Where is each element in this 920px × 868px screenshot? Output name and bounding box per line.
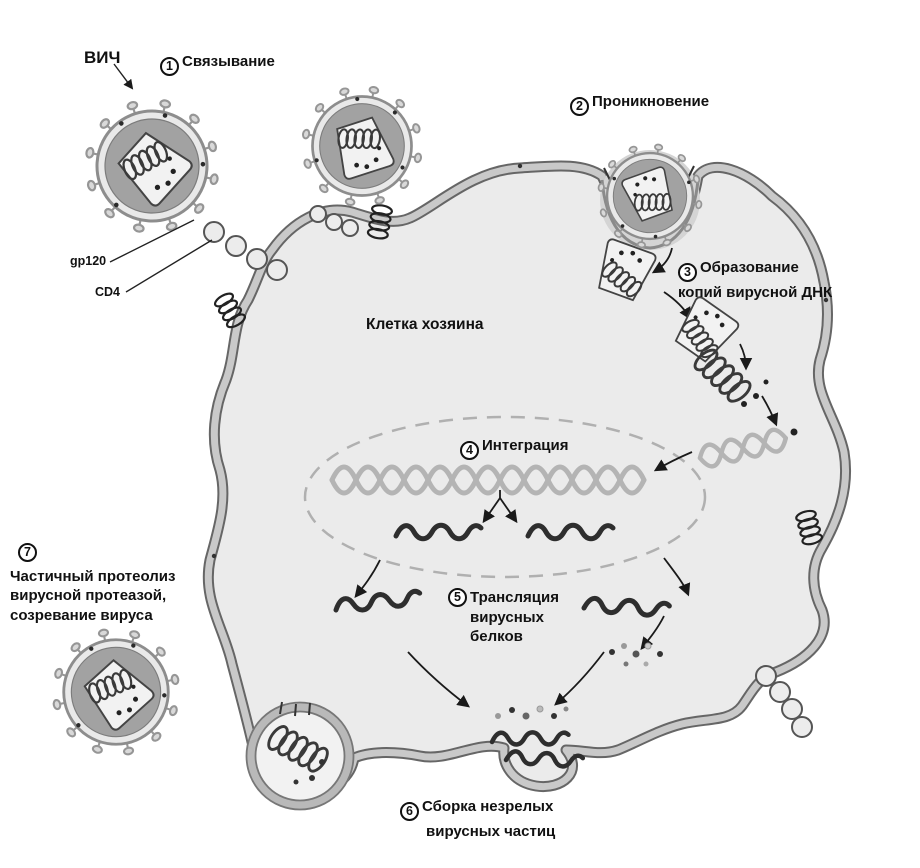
step-1-text: Связывание: [182, 53, 275, 70]
hiv-pointer: [113, 63, 134, 90]
step-5-text-line3: белков: [470, 628, 523, 645]
gp120-pointer: [109, 219, 195, 263]
step-3-badge: 3: [678, 262, 697, 282]
gp120-label: gp120: [70, 254, 107, 268]
step-4-badge: 4: [460, 440, 479, 460]
arrow-translation: [640, 615, 665, 650]
step-5-text-line1: Трансляция: [470, 589, 559, 606]
viral-dna-fragment: [697, 427, 788, 469]
membrane-dots: [211, 163, 829, 559]
pointer-lines: [109, 63, 213, 293]
assembly-cluster: [492, 705, 583, 768]
cd4-pointer: [125, 239, 213, 293]
step-6-badge: 6: [400, 801, 419, 821]
step-6-text-line1: Сборка незрелых: [422, 798, 554, 815]
arrow-uncoating-3: [739, 343, 753, 371]
virion-mature: [41, 617, 192, 768]
nucleus-envelope: [303, 415, 707, 579]
step-7-text-line3: созревание вируса: [10, 606, 153, 624]
step-5-label: 5 Трансляция вирусных белков: [448, 588, 559, 647]
arrow-assembly-left: [407, 651, 471, 708]
cd4-label: CD4: [95, 285, 121, 299]
step-7-text-line1: Частичный протеолиз: [10, 567, 176, 585]
hiv-label: ВИЧ: [84, 48, 121, 67]
step-7-text-line2: вирусной протеазой,: [10, 587, 167, 605]
step-5-badge: 5: [448, 588, 467, 607]
virion-fusing: [291, 75, 434, 218]
step-3-text-line1: Образование: [700, 259, 799, 276]
step-6-text-line2: вирусных частиц: [426, 822, 556, 840]
budding-virion: [245, 701, 355, 811]
host-cell-label: Клетка хозяина: [366, 316, 484, 333]
step-7-label: 7 Частичный протеолиз вирусной протеазой…: [10, 538, 205, 625]
step-2-badge: 2: [570, 96, 589, 116]
receptor-bead-chain-left: [203, 221, 288, 281]
dna-helix: [329, 464, 647, 496]
step-5-text-line2: вирусных: [470, 608, 544, 626]
step-2-text: Проникновение: [592, 93, 710, 110]
step-4-text: Интеграция: [482, 437, 569, 454]
step-1-badge: 1: [160, 56, 179, 76]
arrow-uncoating-1: [651, 247, 673, 274]
step-7-badge: 7: [18, 542, 37, 562]
dna-fragment-dot: [790, 428, 798, 436]
arrow-assembly-right: [554, 651, 605, 706]
viral-protein-dots: [609, 642, 663, 667]
transcription-arrows: [482, 490, 518, 524]
budding-neck-ticks: [279, 701, 311, 717]
receptor-bead-chain-right: [755, 665, 813, 738]
receptor-bead-chain-top: [309, 205, 359, 237]
arrow-rt: [761, 395, 779, 427]
arrow-export-left: [354, 559, 381, 598]
free-viral-rna: [681, 340, 769, 412]
arrow-integration: [653, 451, 693, 472]
entry-pocket-membrane: [600, 179, 700, 250]
step-3-text-line2: копий вирусной ДНК: [678, 283, 833, 301]
arrow-export-right: [663, 557, 691, 597]
